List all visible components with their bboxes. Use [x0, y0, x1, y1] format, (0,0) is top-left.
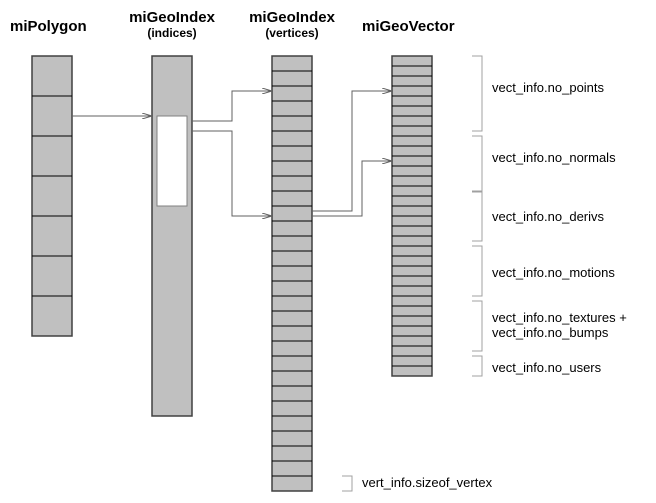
brackets: vect_info.no_points vect_info.no_normals… [342, 55, 627, 492]
migeoindex-vertices-subtitle: (vertices) [265, 26, 318, 40]
label-no-motions: vect_info.no_motions [492, 265, 615, 280]
bracket-normals [472, 135, 483, 192]
bracket-derivs [472, 191, 483, 242]
vertices-to-vector-arrow-1 [312, 91, 392, 212]
mipolygon-column [31, 55, 73, 337]
label-no-textures: vect_info.no_textures + [492, 310, 627, 325]
arrows [72, 91, 392, 216]
column-body [271, 55, 313, 492]
migeoindex-indices-subtitle: (indices) [147, 26, 196, 40]
migeoindex-indices-column [151, 55, 193, 417]
column-body [31, 55, 73, 337]
migeovector-title: miGeoVector [362, 18, 455, 35]
vertices-to-vector-arrow-2 [312, 161, 392, 217]
migeoindex-indices-title: miGeoIndex [129, 9, 216, 26]
bracket-motions [472, 245, 483, 297]
indices-to-vertices-arrow-1 [192, 91, 272, 122]
bracket-textures-bumps [472, 300, 483, 352]
bracket-points [472, 55, 483, 132]
bracket-users [472, 355, 483, 377]
indices-to-vertices-arrow-2 [192, 130, 272, 216]
label-no-normals: vect_info.no_normals [492, 150, 616, 165]
label-no-users: vect_info.no_users [492, 360, 602, 375]
label-sizeof-vertex: vert_info.sizeof_vertex [362, 475, 493, 490]
migeoindex-vertices-column [271, 55, 313, 492]
mipolygon-title: miPolygon [10, 18, 87, 35]
label-no-derivs: vect_info.no_derivs [492, 209, 605, 224]
label-no-bumps: vect_info.no_bumps [492, 325, 609, 340]
migeovector-column [391, 55, 433, 377]
index-range-box [156, 115, 188, 207]
label-no-points: vect_info.no_points [492, 80, 605, 95]
migeoindex-vertices-title: miGeoIndex [249, 9, 336, 26]
bracket-vertex [342, 475, 353, 492]
